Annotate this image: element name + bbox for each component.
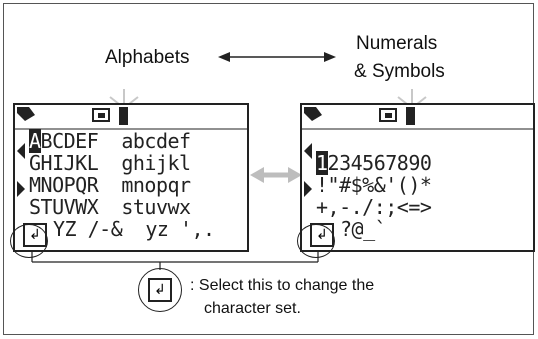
alpha-row-3: MNOPQR mnopqr [29, 173, 191, 197]
numerals-label: Numerals [356, 33, 438, 54]
symbol-row-1: 1234567890 [316, 151, 432, 175]
alpha-row-2: GHIJKL ghijkl [29, 151, 191, 175]
symbols-screen-indicators [302, 107, 533, 197]
battery-indicator [119, 107, 128, 125]
top-arrow-left-head [218, 52, 230, 62]
battery-indicator [406, 107, 415, 125]
left-marker-icon [17, 143, 25, 159]
alpha-row-4: STUVWX stuvwx [29, 195, 191, 219]
alpha-cursor: A [29, 129, 41, 153]
alpha-row-5: YZ /-& yz ',. [53, 217, 215, 241]
symbol-row-2: !"#$%&'()* [316, 173, 432, 197]
alpha-row-1: ABCDEF abcdef [29, 129, 191, 153]
corner-pointer-icon [17, 107, 35, 121]
legend-note-line2: character set. [204, 300, 301, 317]
legend-note-line1: : Select this to change the [190, 277, 375, 294]
symbol-enter-highlight [297, 224, 335, 258]
corner-pointer-icon [304, 107, 322, 121]
symbol-row-4: ?@_` [340, 217, 387, 241]
legend-enter-key-icon: ↲ [148, 278, 172, 302]
legend-enter-circle [138, 268, 182, 312]
left-marker-icon [304, 143, 312, 159]
alphabet-screen: ABCDEF abcdef GHIJKL ghijkl MNOPQR mnopq… [13, 103, 249, 252]
card-icon [92, 108, 110, 122]
symbols-label: & Symbols [354, 61, 445, 82]
symbol-cursor: 1 [316, 151, 328, 175]
alpha-enter-highlight [10, 224, 48, 258]
top-arrow-right-head [324, 52, 336, 62]
card-icon [379, 108, 397, 122]
right-marker-icon [304, 181, 312, 197]
legend-bracket [31, 252, 319, 270]
symbol-row-3: +,-./:;<=> [316, 195, 432, 219]
alphabet-screen-indicators [15, 107, 247, 197]
alphabets-label: Alphabets [105, 47, 190, 68]
screen-swap-arrow [250, 167, 302, 183]
right-marker-icon [17, 181, 25, 197]
symbols-screen: 1234567890 !"#$%&'()* +,-./:;<=> ?@_` ↲ [300, 103, 535, 252]
